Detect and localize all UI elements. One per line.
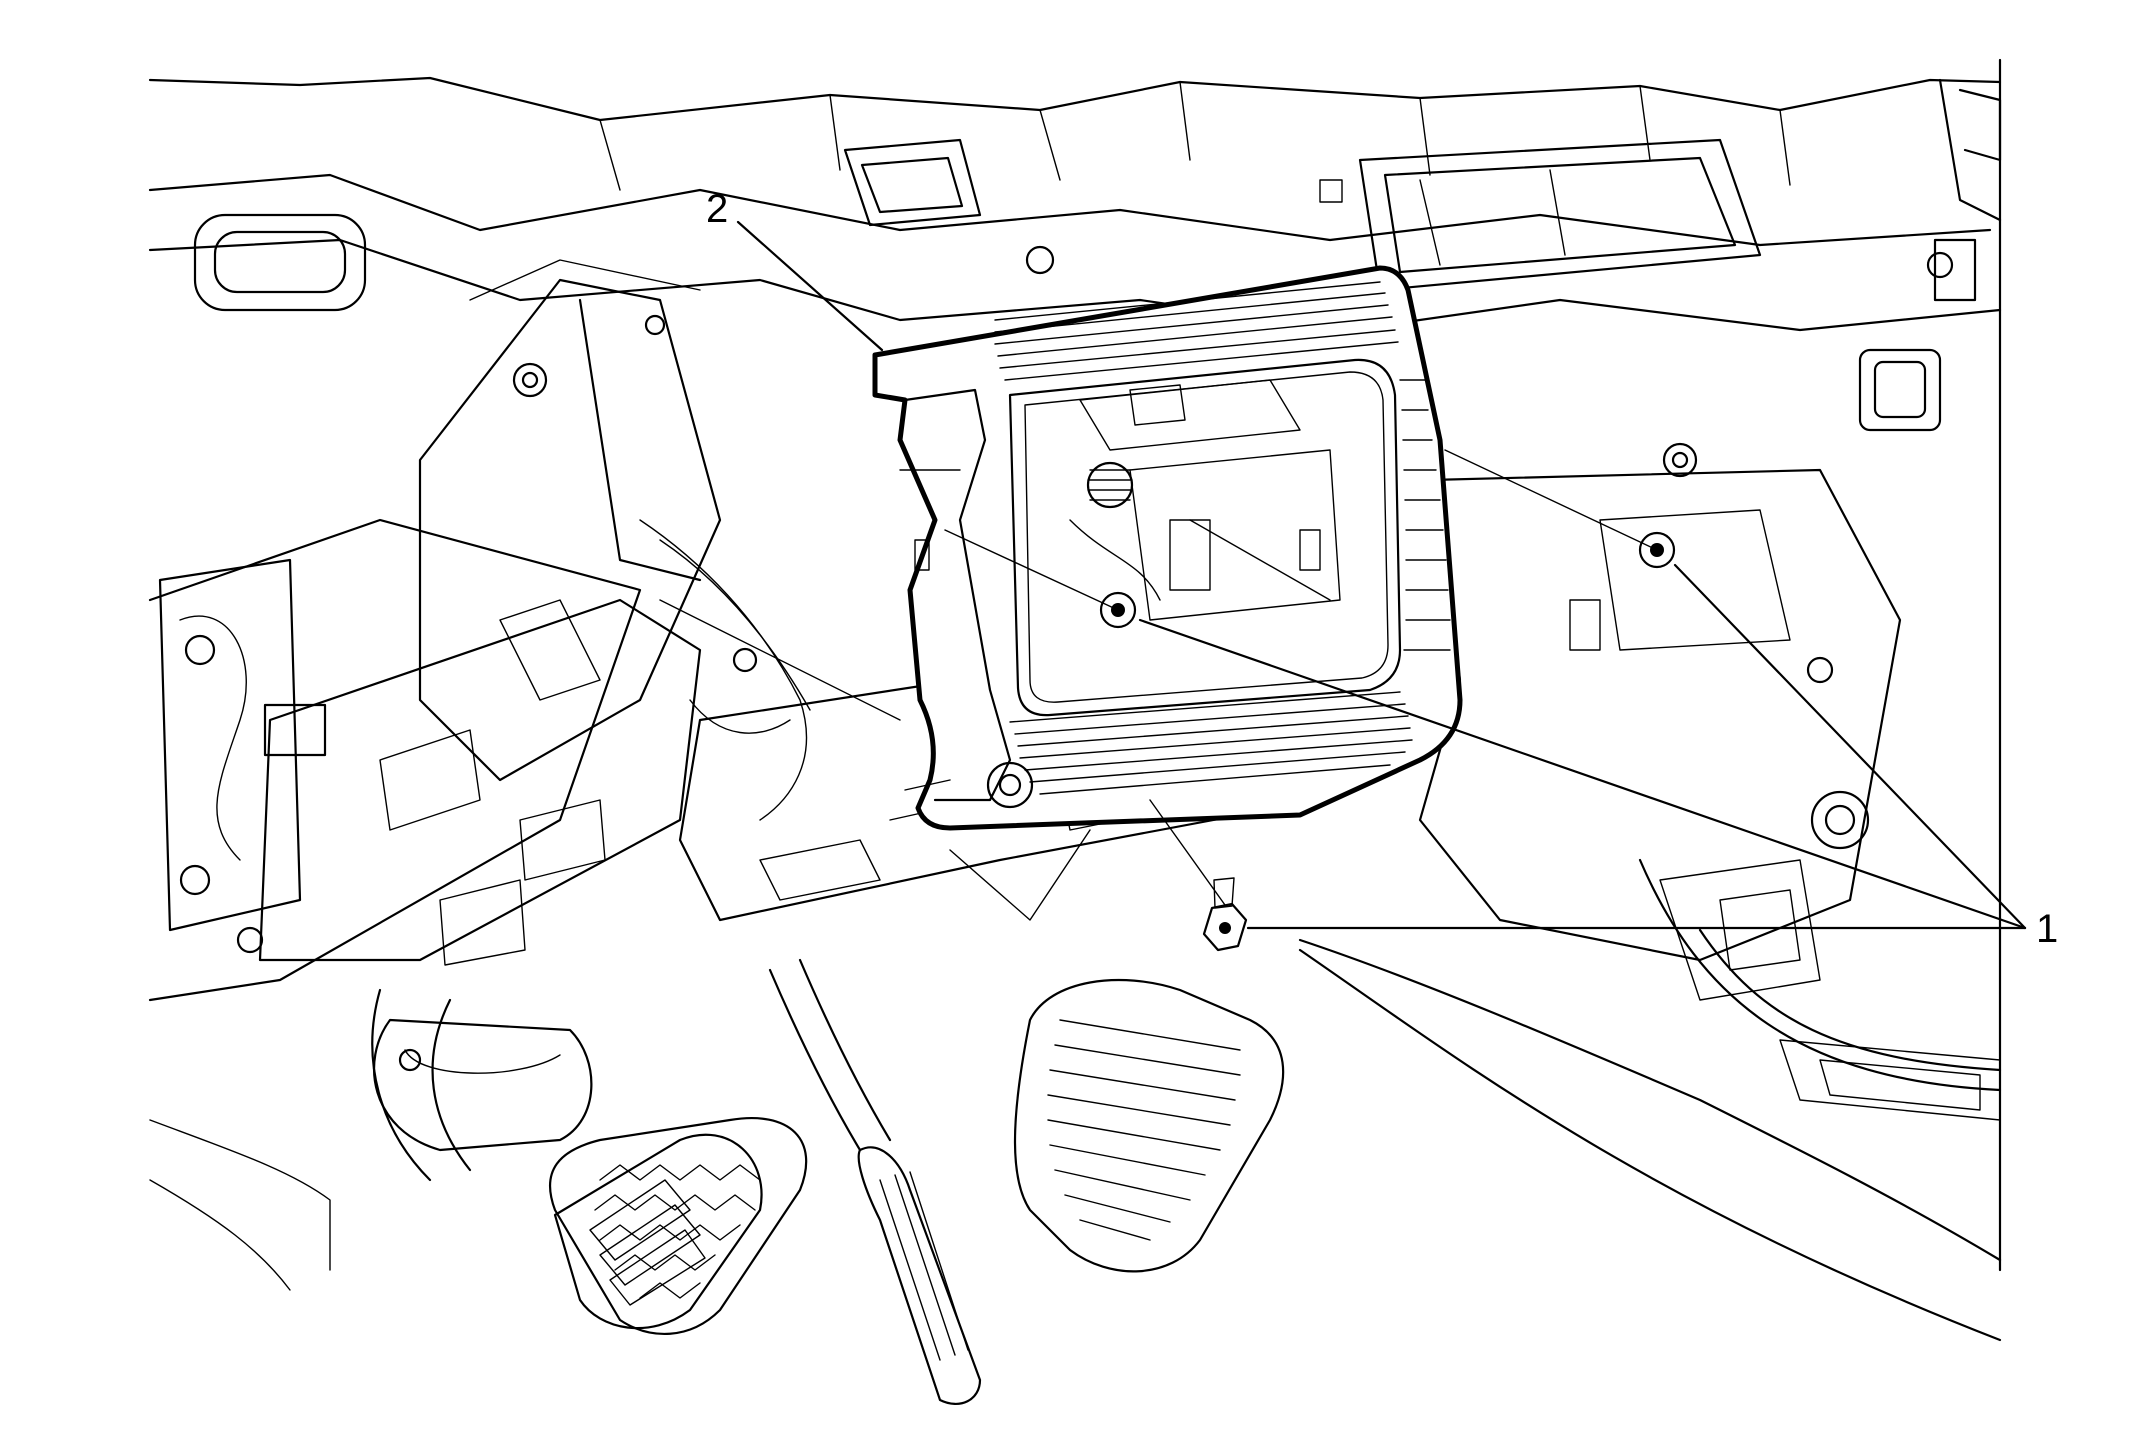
callout-2-label: 2 <box>706 187 728 231</box>
dead-pedal <box>1013 978 1285 1273</box>
callout-2: 2 <box>706 187 884 352</box>
bolt-fastener-b <box>1638 531 1676 569</box>
pedal-box <box>149 1018 593 1291</box>
brake-pedal <box>371 988 763 1330</box>
knee-bolster-bracket <box>872 265 1463 831</box>
instrument-panel-frame <box>148 58 2002 1342</box>
clutch-pedal-zigzag <box>549 1117 808 1336</box>
callout-1-label: 1 <box>2036 907 2058 951</box>
bolt-fastener-c <box>1202 877 1248 952</box>
window-inner-details <box>1069 379 1341 621</box>
callout-1: 1 <box>1138 563 2058 951</box>
accelerator-pedal <box>768 958 982 1405</box>
assembly-lines <box>659 449 1658 921</box>
